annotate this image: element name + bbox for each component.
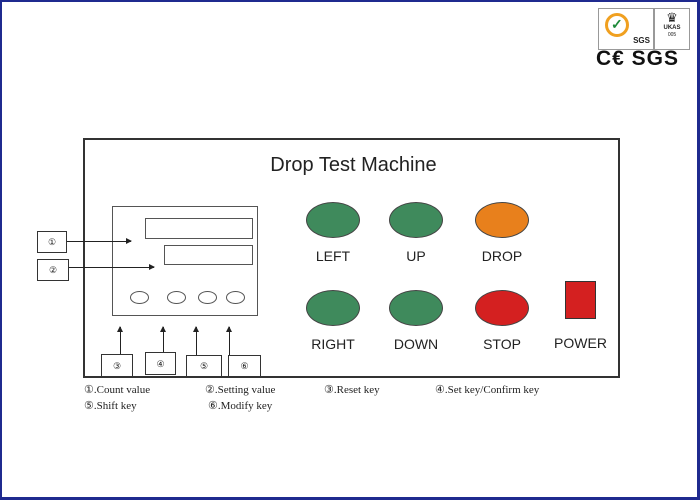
legend-reset-key: ③.Reset key	[324, 384, 380, 396]
reset-key[interactable]	[130, 291, 149, 304]
drop-button[interactable]	[475, 202, 529, 238]
ce-sgs-marks: C€ SGS	[596, 47, 680, 70]
set-confirm-key[interactable]	[167, 291, 186, 304]
callout-2-arrow	[69, 264, 155, 270]
crown-icon: ♛	[666, 10, 678, 25]
left-button-label: LEFT	[315, 248, 351, 264]
up-button-label: UP	[406, 248, 426, 264]
control-panel: Drop Test Machine LEFT UP DROP RIGHT DOW…	[83, 138, 620, 378]
callout-3-arrow	[117, 326, 123, 355]
right-button-label: RIGHT	[311, 336, 355, 352]
sgs-badge-text: SGS	[633, 36, 650, 45]
callout-1: ①	[37, 231, 67, 253]
stop-button[interactable]	[475, 290, 529, 326]
setting-value-display	[164, 245, 253, 265]
legend-set-confirm-key: ④.Set key/Confirm key	[435, 384, 540, 396]
callout-5-arrow	[193, 326, 199, 355]
sgs-ring-icon	[605, 13, 629, 37]
power-label: POWER	[554, 335, 607, 351]
legend-modify-key: ⑥.Modify key	[208, 400, 273, 412]
up-button[interactable]	[389, 202, 443, 238]
down-button[interactable]	[389, 290, 443, 326]
shift-key[interactable]	[198, 291, 217, 304]
drop-button-label: DROP	[481, 248, 523, 264]
count-value-display	[145, 218, 253, 239]
left-button[interactable]	[306, 202, 360, 238]
callout-6: ⑥	[228, 355, 261, 377]
panel-title: Drop Test Machine	[270, 154, 437, 176]
ukas-certification-badge: ♛ UKAS 005	[654, 8, 690, 50]
callout-6-arrow	[226, 326, 232, 355]
callout-5: ⑤	[186, 355, 222, 377]
callout-4-arrow	[160, 326, 166, 353]
controller-unit	[112, 206, 258, 316]
callout-4: ④	[145, 352, 176, 375]
legend-count-value: ①.Count value	[84, 384, 151, 396]
down-button-label: DOWN	[393, 336, 439, 352]
stop-button-label: STOP	[483, 336, 521, 352]
modify-key[interactable]	[226, 291, 245, 304]
legend-shift-key: ⑤.Shift key	[84, 400, 137, 412]
legend-setting-value: ②.Setting value	[205, 384, 276, 396]
callout-2: ②	[37, 259, 69, 281]
sgs-certification-badge: ✓ SGS	[598, 8, 654, 50]
right-button[interactable]	[306, 290, 360, 326]
callout-1-arrow	[67, 238, 132, 244]
ukas-number: 005	[667, 32, 677, 38]
ukas-text: UKAS	[663, 25, 681, 31]
power-switch[interactable]	[565, 281, 596, 319]
checkmark-icon: ✓	[611, 16, 623, 32]
callout-3: ③	[101, 354, 133, 377]
